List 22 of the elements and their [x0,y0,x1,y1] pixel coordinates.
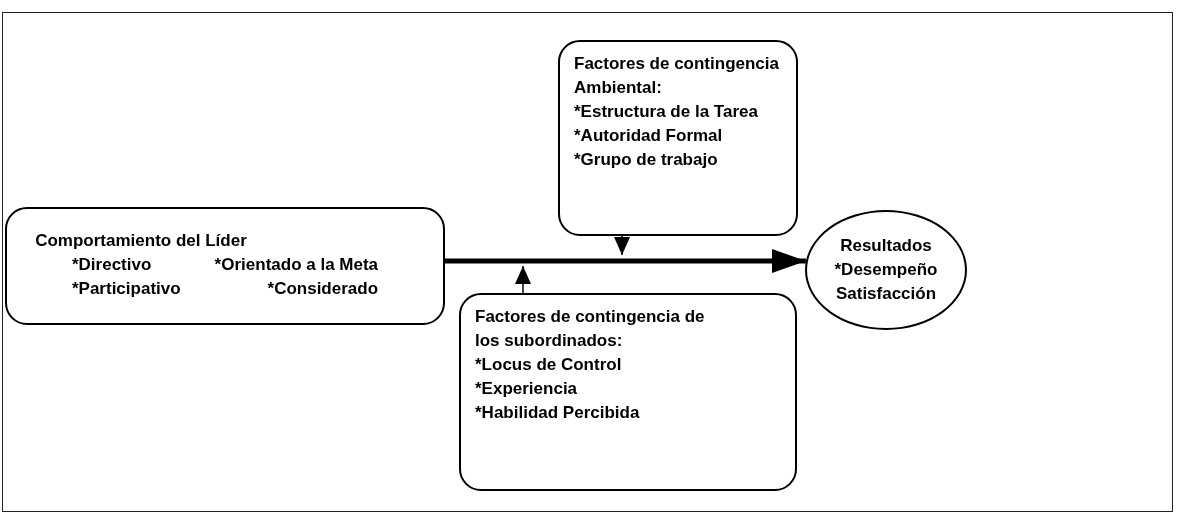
list-item: *Directivo [71,254,153,276]
list-item: *Grupo de trabajo [574,149,719,171]
list-item: *Considerado [266,278,379,300]
factor-box [558,40,798,236]
factor-box [459,293,797,491]
list-item: *Participativo [71,278,181,300]
list-item: *Autoridad Formal [574,125,724,147]
box-heading: Resultados [840,235,932,257]
list-item: Satisfacción [835,283,937,305]
arrow [614,235,630,256]
list-item: *Locus de Control [475,354,623,376]
box-heading: Factores de contingencia de los subordinados: [475,306,706,352]
arrow [445,249,806,273]
list-item: *Estructura de la Tarea [574,101,759,123]
list-item: *Desempeño [834,259,938,281]
box-heading: Comportamiento del Líder [34,230,248,252]
leader-behavior-box [5,207,445,325]
list-item: *Habilidad Percibida [475,402,641,424]
box-heading: Factores de contingencia Ambiental: [574,53,780,99]
list-item: *Experiencia [475,378,579,400]
arrow [515,265,531,294]
list-item: *Orientado a la Meta [214,254,379,276]
